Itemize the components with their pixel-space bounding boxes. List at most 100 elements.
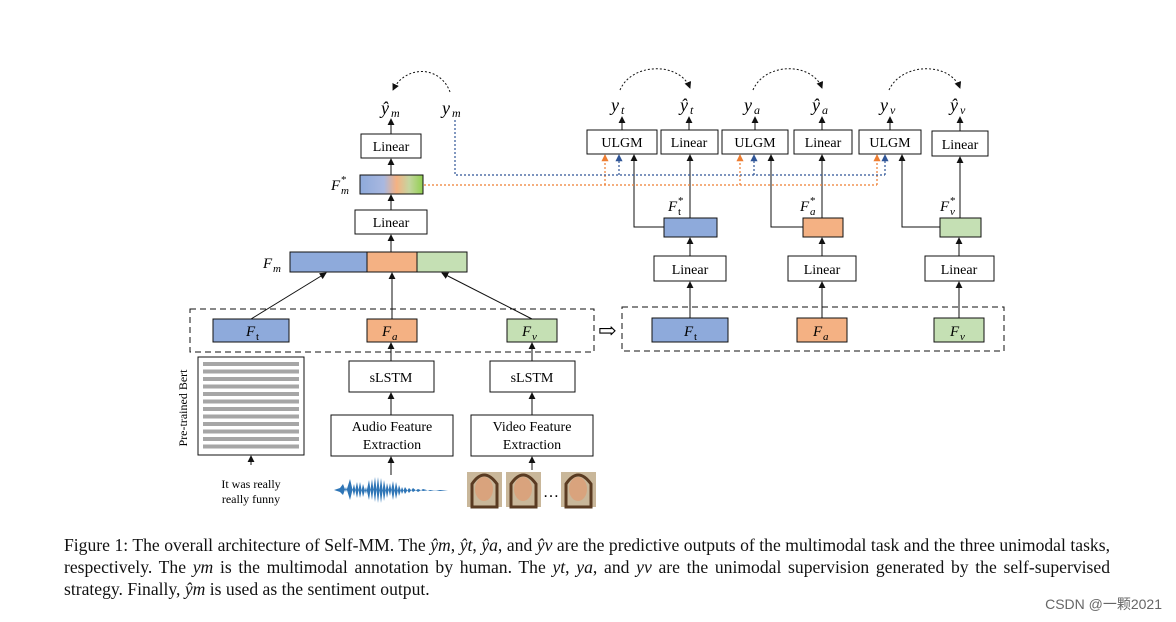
linear-mm-lower: Linear xyxy=(354,209,428,235)
slstm-audio: sLSTM xyxy=(348,360,435,393)
svg-text:F: F xyxy=(939,199,950,215)
linear-audio-out: Linear xyxy=(793,129,853,155)
fa-star: F a * xyxy=(799,195,844,238)
audio-waveform-icon xyxy=(334,477,448,503)
fm-concat: F m xyxy=(262,251,468,275)
svg-text:y: y xyxy=(742,95,752,115)
svg-text:Audio Feature: Audio Feature xyxy=(352,420,432,435)
slstm-video: sLSTM xyxy=(489,360,576,393)
svg-text:F: F xyxy=(245,324,256,340)
svg-text:m: m xyxy=(341,185,349,197)
svg-text:Linear: Linear xyxy=(373,216,410,231)
ft-box-right: F t xyxy=(651,317,729,343)
svg-text:Linear: Linear xyxy=(671,136,708,151)
svg-text:Linear: Linear xyxy=(942,138,979,153)
fv-box-left: F v xyxy=(506,318,558,343)
audio-feature-extraction: Audio Feature Extraction xyxy=(330,414,454,457)
yhat-v-label: ŷ v xyxy=(948,95,966,117)
yhat-t-label: ŷ t xyxy=(678,95,694,117)
ft-box-left: F t xyxy=(212,318,290,343)
yhat-m-label: ŷ m xyxy=(379,98,400,120)
svg-text:ŷ: ŷ xyxy=(810,95,820,115)
linear-mm-upper: Linear xyxy=(360,133,422,159)
bert-token-line xyxy=(203,369,299,374)
svg-text:t: t xyxy=(694,331,697,343)
linear-audio: Linear xyxy=(787,255,857,282)
ym-guidance-line xyxy=(454,120,885,176)
linear-text-out: Linear xyxy=(660,129,719,155)
bert-token-line xyxy=(203,444,299,449)
watermark: CSDN @一颗2021 xyxy=(1045,596,1162,612)
figure-caption: Figure 1: The overall architecture of Se… xyxy=(64,535,1110,599)
bert-token-line xyxy=(203,384,299,389)
y-a-label: y a xyxy=(742,95,760,117)
y-t-label: y t xyxy=(609,95,625,117)
bert-token-line xyxy=(203,399,299,404)
yhat-a-label: ŷ a xyxy=(810,95,828,117)
svg-text:*: * xyxy=(341,174,347,186)
svg-text:F: F xyxy=(683,324,694,340)
bert-token-line xyxy=(203,422,299,426)
svg-text:Pre-trained Bert: Pre-trained Bert xyxy=(176,369,190,447)
svg-text:t: t xyxy=(678,206,681,218)
svg-text:a: a xyxy=(822,103,828,117)
svg-text:Linear: Linear xyxy=(804,263,841,278)
svg-text:v: v xyxy=(960,103,966,117)
face-frame-1-icon xyxy=(467,472,502,509)
fm-star: F m * xyxy=(330,174,424,197)
fa-box-right: F a xyxy=(796,317,848,343)
bert-token-line xyxy=(203,414,299,419)
svg-text:Extraction: Extraction xyxy=(503,438,561,453)
svg-text:v: v xyxy=(950,206,955,218)
svg-text:v: v xyxy=(890,103,896,117)
svg-text:F: F xyxy=(521,324,532,340)
svg-text:y: y xyxy=(440,98,450,118)
bert-token-line xyxy=(203,437,299,441)
svg-text:y: y xyxy=(878,95,888,115)
fv-box-right: F v xyxy=(933,317,985,343)
svg-text:m: m xyxy=(391,106,400,120)
ulgm-video: ULGM xyxy=(858,129,922,155)
video-feature-extraction: Video Feature Extraction xyxy=(470,414,594,457)
svg-text:a: a xyxy=(823,331,829,343)
svg-text:ULGM: ULGM xyxy=(869,136,911,151)
svg-text:a: a xyxy=(810,206,816,218)
svg-text:F: F xyxy=(330,178,341,194)
linear-video: Linear xyxy=(924,255,995,282)
linear-text: Linear xyxy=(653,255,727,282)
bert-token-line xyxy=(203,392,299,396)
text-input-line1: It was really xyxy=(221,477,280,491)
text-input-line2: really funny xyxy=(222,492,280,506)
svg-text:Extraction: Extraction xyxy=(363,438,421,453)
bert-token-line xyxy=(203,407,299,411)
y-m-label: y m xyxy=(440,98,461,120)
svg-text:ŷ: ŷ xyxy=(379,98,389,118)
bert-token-line xyxy=(203,362,299,366)
fa-box-left: F a xyxy=(366,318,418,343)
svg-text:t: t xyxy=(690,103,694,117)
svg-text:F: F xyxy=(949,324,960,340)
y-v-label: y v xyxy=(878,95,896,117)
svg-text:*: * xyxy=(678,195,684,207)
svg-text:Linear: Linear xyxy=(941,263,978,278)
svg-text:v: v xyxy=(960,331,965,343)
svg-text:*: * xyxy=(950,195,956,207)
svg-text:sLSTM: sLSTM xyxy=(370,371,413,386)
ulgm-audio: ULGM xyxy=(721,129,789,155)
svg-text:t: t xyxy=(256,331,259,343)
svg-text:Linear: Linear xyxy=(672,263,709,278)
svg-text:t: t xyxy=(621,103,625,117)
bert-token-line xyxy=(203,429,299,434)
bert-block: Pre-trained Bert xyxy=(176,356,305,456)
svg-text:Video Feature: Video Feature xyxy=(493,420,572,435)
linear-video-out: Linear xyxy=(931,130,989,157)
ulgm-text: ULGM xyxy=(586,129,658,155)
svg-text:F: F xyxy=(667,199,678,215)
svg-text:ULGM: ULGM xyxy=(601,136,643,151)
svg-text:ŷ: ŷ xyxy=(678,95,688,115)
transition-arrow-icon: ⇨ xyxy=(598,318,616,343)
face-frame-3-icon xyxy=(561,472,596,509)
svg-text:ŷ: ŷ xyxy=(948,95,958,115)
svg-text:v: v xyxy=(532,331,537,343)
svg-text:a: a xyxy=(754,103,760,117)
